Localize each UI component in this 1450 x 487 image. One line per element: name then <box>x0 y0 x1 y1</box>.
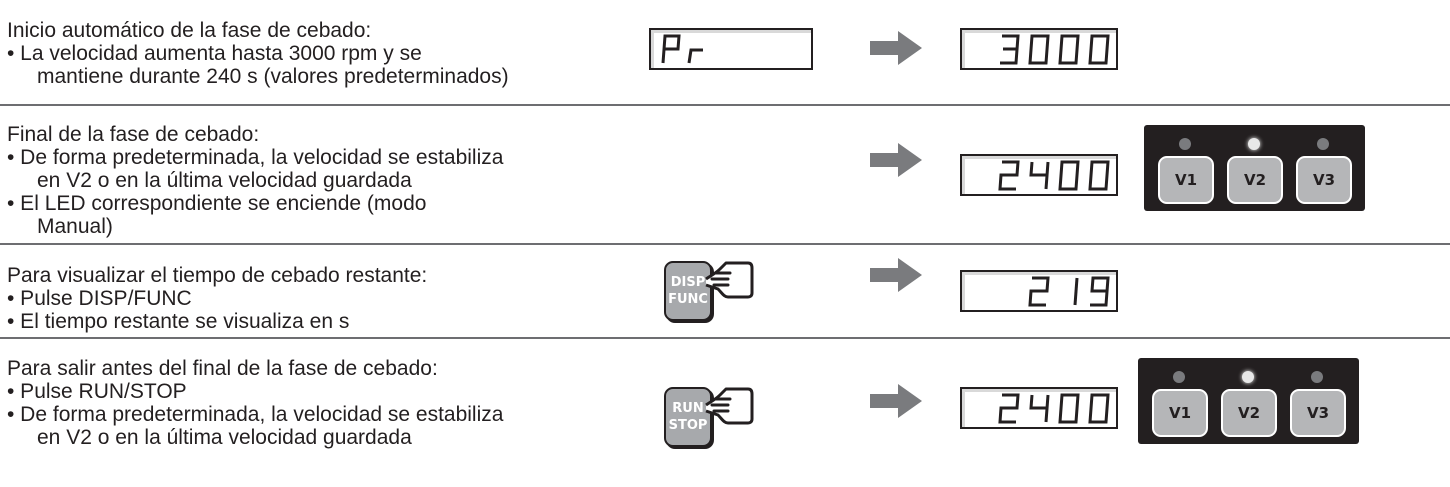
led-v1 <box>1173 371 1185 383</box>
arrow-right-icon <box>870 258 922 292</box>
func-label: FUNC <box>668 292 708 307</box>
row-4-text: Para salir antes del final de la fase de… <box>7 357 503 449</box>
lcd-digits-219 <box>1028 276 1110 307</box>
arrow-right-icon <box>870 31 922 65</box>
stop-label: STOP <box>668 418 708 433</box>
pressing-finger-icon <box>705 261 754 299</box>
led-v3 <box>1317 138 1329 150</box>
lcd-display-3000 <box>960 28 1118 70</box>
v3-button[interactable]: V3 <box>1296 156 1352 204</box>
run-label: RUN <box>672 401 704 416</box>
row-divider <box>0 243 1450 245</box>
lcd-digits-3000 <box>1000 34 1110 65</box>
arrow-right-icon <box>870 384 922 418</box>
table-row-3: Para visualizar el tiempo de cebado rest… <box>0 245 1450 337</box>
speed-control-panel: V1 V2 V3 <box>1144 125 1365 211</box>
table-row-4: Para salir antes del final de la fase de… <box>0 339 1450 487</box>
lcd-display-2400-b <box>960 387 1118 429</box>
row-divider <box>0 337 1450 339</box>
v2-button[interactable]: V2 <box>1221 389 1277 437</box>
led-v2 <box>1242 371 1254 383</box>
row-2-bullet-cont: en V2 o en la última velocidad guardada <box>37 169 412 192</box>
row-4-heading: Para salir antes del final de la fase de… <box>7 357 438 380</box>
table-row-2: Final de la fase de cebado: • De forma p… <box>0 106 1450 243</box>
row-3-heading: Para visualizar el tiempo de cebado rest… <box>7 264 428 287</box>
row-1-bullet-cont: mantiene durante 240 s (valores predeter… <box>37 65 509 88</box>
disp-func-key-cap[interactable]: DISP FUNC <box>664 261 712 321</box>
row-3-text: Para visualizar el tiempo de cebado rest… <box>7 264 427 333</box>
lcd-display-2400 <box>960 154 1118 196</box>
lcd-display-pr <box>649 28 813 70</box>
led-v1 <box>1179 138 1191 150</box>
row-3-bullet: • El tiempo restante se visualiza en s <box>7 310 350 333</box>
led-v3 <box>1311 371 1323 383</box>
pressing-finger-icon <box>705 387 754 425</box>
row-2-bullet: • El LED correspondiente se enciende (mo… <box>7 192 427 215</box>
row-2-bullet: • De forma predeterminada, la velocidad … <box>7 146 504 169</box>
row-3-bullet: • Pulse DISP/FUNC <box>7 287 192 310</box>
row-1-bullet: • La velocidad aumenta hasta 3000 rpm y … <box>7 42 422 65</box>
lcd-digits-pr <box>661 34 703 64</box>
v2-button[interactable]: V2 <box>1227 156 1283 204</box>
disp-func-key[interactable]: DISP FUNC <box>664 261 728 323</box>
speed-control-panel: V1 V2 V3 <box>1138 358 1359 444</box>
led-v2 <box>1248 138 1260 150</box>
arrow-right-icon <box>870 143 922 177</box>
v1-button[interactable]: V1 <box>1158 156 1214 204</box>
row-1-text: Inicio automático de la fase de cebado: … <box>7 19 509 88</box>
row-4-bullet: • De forma predeterminada, la velocidad … <box>7 403 504 426</box>
disp-label: DISP <box>670 275 706 290</box>
lcd-display-219 <box>960 270 1118 312</box>
row-4-bullet-cont: en V2 o en la última velocidad guardada <box>37 426 412 449</box>
run-stop-key-cap[interactable]: RUN STOP <box>664 387 712 447</box>
run-stop-key[interactable]: RUN STOP <box>664 387 728 449</box>
row-2-bullet-cont: Manual) <box>37 215 113 238</box>
table-row-1: Inicio automático de la fase de cebado: … <box>0 0 1450 104</box>
row-4-bullet: • Pulse RUN/STOP <box>7 380 187 403</box>
lcd-digits-2400-b <box>998 393 1110 424</box>
row-2-heading: Final de la fase de cebado: <box>7 123 260 146</box>
v3-button[interactable]: V3 <box>1290 389 1346 437</box>
row-divider <box>0 104 1450 106</box>
v1-button[interactable]: V1 <box>1152 389 1208 437</box>
row-2-text: Final de la fase de cebado: • De forma p… <box>7 123 503 238</box>
lcd-digits-2400 <box>998 160 1110 191</box>
row-1-heading: Inicio automático de la fase de cebado: <box>7 19 372 42</box>
